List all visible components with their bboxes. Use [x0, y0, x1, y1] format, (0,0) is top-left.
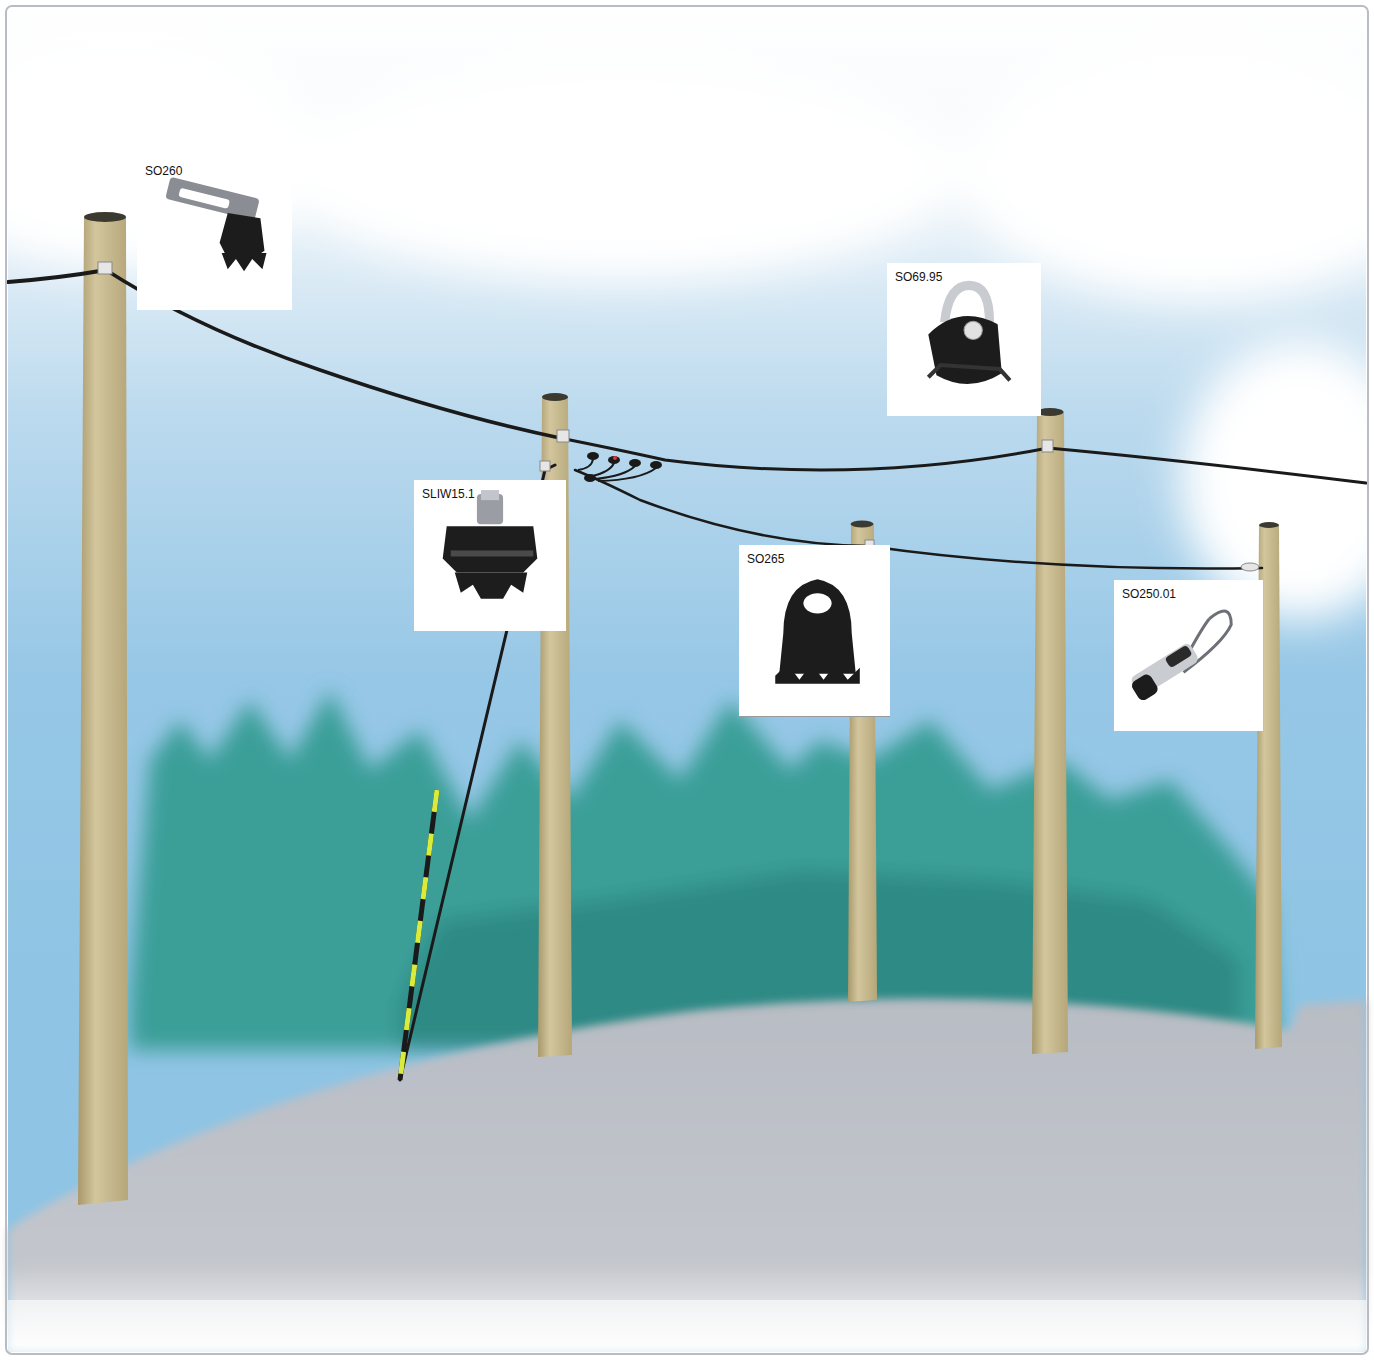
product-tile: SO69.95	[887, 263, 1041, 416]
product-code: SO69.95	[895, 270, 942, 284]
ground-hill	[8, 999, 1366, 1352]
poles	[78, 212, 1282, 1205]
tree-line	[130, 690, 1280, 1050]
product-code: SO260	[145, 164, 182, 178]
clouds	[0, 30, 1374, 620]
cable-conduit	[400, 790, 437, 1080]
product-photo	[1114, 580, 1263, 731]
product-photo	[739, 545, 890, 716]
ground-fade	[8, 1300, 1366, 1352]
frame	[6, 6, 1368, 1354]
product-tile: SO265	[739, 545, 890, 717]
cables	[8, 270, 1366, 1080]
product-code: SLIW15.1	[422, 487, 475, 501]
product-code: SO250.01	[1122, 587, 1176, 601]
product-tile: SO260	[137, 157, 292, 310]
product-photo	[137, 157, 292, 310]
product-code: SO265	[747, 552, 784, 566]
product-photo	[887, 263, 1041, 416]
product-tile: SLIW15.1	[414, 480, 566, 631]
product-photo	[414, 480, 566, 631]
product-tile: SO250.01	[1114, 580, 1263, 731]
